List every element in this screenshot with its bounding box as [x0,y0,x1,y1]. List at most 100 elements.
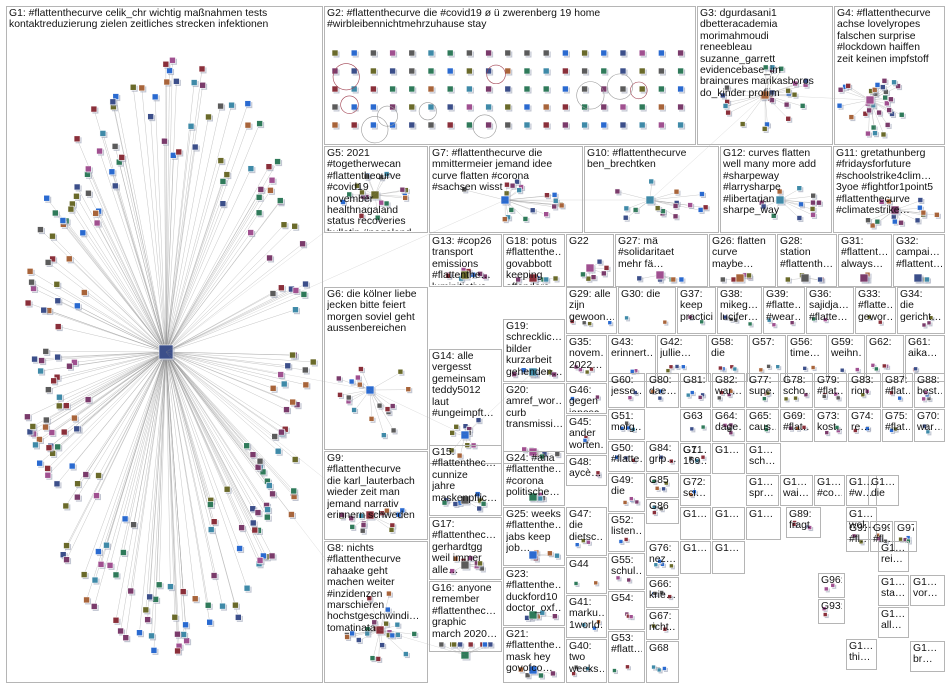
edge [66,351,167,546]
group-box-g78 [780,373,813,408]
user-node [638,67,646,75]
edge [868,209,896,221]
group-label-line: teddy5012 [432,385,481,397]
group-label-line: G62: [869,337,892,348]
group-label-line: G33: [858,289,881,300]
group-box-g24 [503,451,565,506]
user-node [191,595,199,603]
user-node [509,182,516,189]
user-node [687,202,693,208]
group-box-g81 [680,373,711,408]
user-node [299,240,306,248]
user-node [292,306,299,314]
user-node [91,576,99,584]
user-node [374,214,381,221]
edge [727,94,766,103]
user-node [228,101,235,109]
edge [369,371,402,391]
user-node [921,396,926,402]
group-label-g74: G74:re… [851,411,878,434]
user-node [614,188,621,195]
user-node [558,202,565,209]
group-label-line: war… [917,422,942,434]
edge [158,351,167,585]
edge [165,287,282,353]
user-node [385,606,391,613]
user-node [68,462,76,470]
group-label-g85: G85 [649,475,676,486]
user-node [93,219,101,227]
small-group-label: G1… [715,509,740,520]
group-label-line: transport [432,247,474,259]
user-node [223,171,231,178]
group-label-line: G57: [752,337,775,348]
user-node [283,406,290,413]
cluster-hub-node [365,385,375,395]
user-node [700,392,705,398]
user-node [542,49,550,57]
user-node [388,527,395,533]
user-node [191,143,199,151]
edge [165,224,285,353]
group-label-line: G32: [896,236,919,247]
group-label-line: G78: [783,375,806,386]
user-node [607,320,613,326]
user-node [619,121,627,129]
group-label-line: aika… [908,348,938,360]
user-node [523,49,531,57]
group-label-g87: G87:#flat… [885,375,910,398]
group-label-line: job… [506,543,531,555]
group-label-line: gewoon… [569,311,614,323]
user-node [771,322,777,328]
edge [165,351,268,518]
user-node [687,314,693,320]
group-label-g41: G41:marku…1world… [569,597,604,631]
group-label-g53: G53:#flatt… [611,633,642,656]
user-node [817,276,823,283]
edge [165,232,251,353]
user-node [90,603,98,610]
user-node [291,456,299,463]
edge [53,351,167,382]
small-group-box [712,443,745,474]
small-group-label: G1… br… [913,643,938,666]
user-node [898,536,903,542]
user-node [345,394,352,401]
user-node [136,629,143,636]
group-label-line: kurzarbeit [506,355,552,367]
group-label-line: G27: mä [618,236,658,247]
group-box-g72 [680,475,711,506]
user-node [667,594,672,599]
user-node [629,369,635,374]
edge [742,94,766,125]
edge [165,351,212,530]
user-node [359,189,365,196]
group-label-line: falschen surprise [837,30,916,42]
edge [165,200,281,353]
group-label-line: march 2020… [432,628,498,640]
group-label-line: listen… [611,526,642,538]
group-label-line: #flat… [885,422,910,434]
small-group-label: G1… [683,543,708,554]
group-label-g50: G50:#flatte… [611,443,642,466]
edge [379,629,466,656]
user-node [888,96,894,103]
edge [76,186,167,353]
edge [165,151,180,353]
user-node [762,396,767,401]
group-label-line: cunnize [432,469,468,481]
group-label-line: #flattenthecurve [327,170,401,182]
group-box-g49 [608,473,645,512]
group-label-line: #ungeimpft… [432,408,494,420]
user-node [364,630,371,637]
user-node [129,83,137,91]
small-group-label: G1… wol… [849,509,874,532]
user-node [370,103,377,111]
edge [165,351,274,389]
user-node [446,49,454,57]
user-node [798,201,804,208]
group-label-line: G71 [683,445,703,456]
group-label-line: #flattenthec… [432,530,497,542]
user-node [399,507,406,514]
